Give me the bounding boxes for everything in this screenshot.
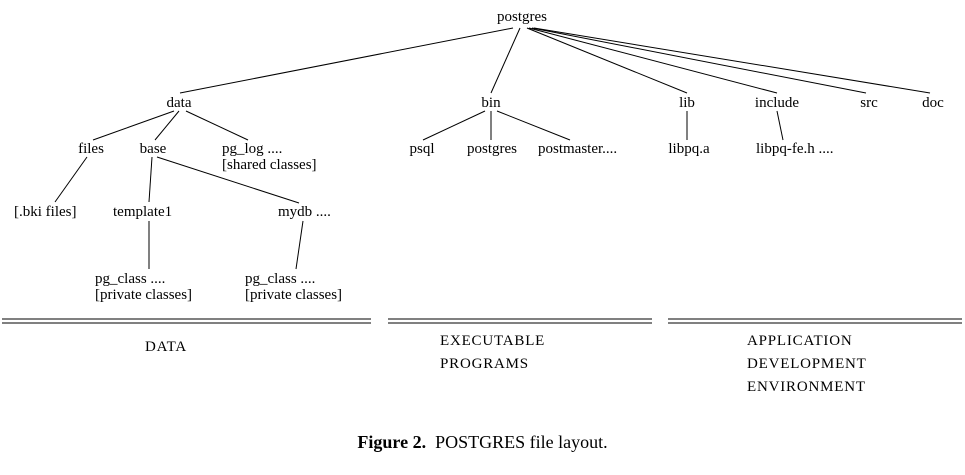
node-bin-postgres: postgres [467, 141, 517, 157]
edge-data-pglog [185, 110, 249, 141]
section-label-application-line2: DEVELOPMENT [747, 356, 867, 372]
section-label-application-line3: ENVIRONMENT [747, 379, 866, 395]
node-pg-log-note: [shared classes] [222, 157, 317, 173]
edge-mydb-pgclass [295, 220, 304, 270]
node-psql: psql [409, 141, 435, 157]
edge-postgres-data [179, 27, 514, 94]
node-mydb-pg-class: pg_class .... [245, 271, 316, 287]
section-label-data: DATA [145, 339, 187, 355]
node-template1: template1 [113, 204, 173, 220]
edge-postgres-lib [526, 27, 688, 94]
node-data: data [166, 95, 192, 111]
edge-postgres-bin [490, 27, 521, 94]
figure-caption-text: POSTGRES file layout. [435, 432, 608, 452]
node-src: src [860, 95, 878, 111]
node-mydb-pg-class-note: [private classes] [245, 287, 343, 303]
node-base: base [139, 141, 167, 157]
edge-postgres-src [531, 27, 867, 94]
node-postgres: postgres [497, 9, 547, 25]
edge-data-base [154, 110, 180, 141]
figure-caption: Figure 2. POSTGRES file layout. [0, 432, 965, 453]
edge-base-mydb [156, 156, 300, 204]
node-files: files [78, 141, 104, 157]
node-lib: lib [679, 95, 695, 111]
node-mydb: mydb .... [278, 204, 331, 220]
node-bki-files: [.bki files] [14, 204, 77, 220]
node-template1-pg-class-note: [private classes] [95, 287, 193, 303]
node-template1-pg-class: pg_class .... [95, 271, 166, 287]
node-doc: doc [922, 95, 944, 111]
node-libpq-fe-h: libpq-fe.h .... [756, 141, 834, 157]
figure-caption-label: Figure 2. [357, 432, 427, 452]
edge-bin-psql [422, 110, 486, 141]
section-label-executable-line2: PROGRAMS [440, 356, 529, 372]
node-include: include [754, 95, 800, 111]
edge-files-bki [54, 156, 88, 203]
edge-include-libpqfe [776, 110, 784, 141]
node-postmaster: postmaster.... [538, 141, 618, 157]
section-label-application-line1: APPLICATION [747, 333, 853, 349]
node-libpq-a: libpq.a [668, 141, 710, 157]
edge-postgres-doc [533, 27, 931, 94]
section-label-executable-line1: EXECUTABLE [440, 333, 546, 349]
edge-bin-postmaster [496, 110, 571, 141]
edge-postgres-include [528, 27, 778, 94]
edge-data-files [92, 110, 175, 141]
node-pg-log: pg_log .... [222, 141, 283, 157]
edge-base-template1 [148, 156, 153, 203]
node-bin: bin [481, 95, 501, 111]
